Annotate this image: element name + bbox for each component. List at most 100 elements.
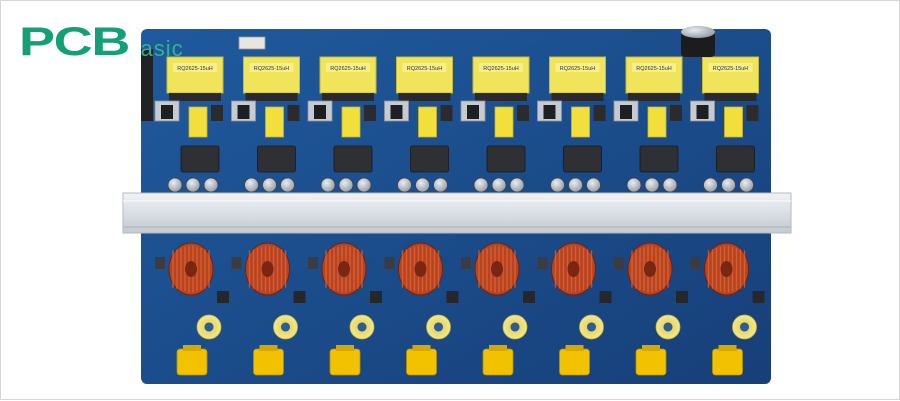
bulk-capacitor — [681, 26, 715, 57]
ic-chip — [231, 257, 242, 269]
output-connector — [253, 348, 284, 376]
ic-chip — [614, 257, 624, 269]
transformer-label-area — [708, 63, 753, 72]
film-capacitor — [265, 106, 284, 138]
terminal-cap — [568, 177, 583, 193]
yellow-toroid — [502, 314, 528, 340]
ic-chip — [523, 291, 535, 303]
film-capacitor — [418, 106, 437, 138]
ic-chip — [690, 257, 701, 269]
terminal-cap — [586, 177, 601, 193]
relay — [639, 145, 679, 173]
transformer — [472, 56, 530, 94]
mosfet — [237, 105, 250, 119]
mosfet — [696, 105, 709, 119]
terminal-cap — [338, 177, 354, 193]
transformer-label: RQ2625-15uH — [407, 66, 442, 72]
film-capacitor — [188, 106, 208, 138]
connector-tab — [336, 345, 354, 351]
connector-tab — [565, 345, 584, 351]
ic-chip — [384, 257, 395, 269]
connector-tab — [642, 345, 660, 351]
terminal-cap — [644, 177, 660, 193]
yellow-toroid — [196, 314, 222, 340]
transformer-label: RQ2625-15uH — [636, 66, 671, 72]
ic-chip — [537, 257, 548, 269]
logo-subtitle: asic — [140, 36, 184, 61]
ic-chip — [446, 291, 459, 303]
relay — [563, 145, 602, 173]
mosfet — [620, 105, 632, 119]
terminal-cap — [356, 177, 372, 193]
transformer-label: RQ2625-15uH — [330, 66, 365, 72]
terminal-cap — [703, 177, 718, 193]
yellow-toroid — [655, 314, 681, 340]
ic-chip — [599, 291, 612, 303]
toroid-core — [338, 261, 350, 277]
relay — [180, 145, 220, 173]
terminal-cap — [203, 177, 219, 193]
small-capacitor — [593, 105, 606, 121]
module-array: RQ2625-15uH RQ2625-15uH RQ2625-15uH RQ2625-… — [154, 56, 765, 376]
heatsink-bar — [122, 192, 792, 234]
terminal-cap — [721, 177, 736, 193]
yellow-toroid — [349, 314, 375, 340]
film-capacitor — [571, 106, 590, 138]
terminal-cap — [185, 177, 201, 193]
ic-chip — [155, 257, 165, 269]
transformer — [702, 56, 759, 94]
transformer-base — [398, 93, 451, 101]
yellow-toroid — [579, 314, 604, 340]
transformer-label-area — [326, 63, 370, 72]
output-connector — [482, 348, 514, 376]
output-connector — [406, 348, 437, 376]
yellow-toroid — [732, 314, 757, 340]
toroid-core — [185, 261, 197, 277]
transformer-label-area — [632, 63, 676, 72]
ic-chip — [461, 257, 471, 269]
terminal-cap — [662, 177, 678, 193]
ic-chip — [676, 291, 688, 303]
brand-logo: PCB asic — [19, 21, 184, 62]
transformer — [625, 56, 683, 94]
toroid-core — [720, 261, 733, 277]
terminal-cap — [550, 177, 565, 193]
transformer-label: RQ2625-15uH — [177, 66, 212, 72]
connector-tab — [183, 345, 201, 351]
transformer-label-area — [555, 63, 600, 72]
ic-chip — [370, 291, 382, 303]
transformer-base — [704, 93, 757, 101]
toroid-core — [644, 261, 656, 277]
yellow-toroid — [426, 314, 451, 340]
relay — [486, 145, 526, 173]
transformer-label-area — [479, 63, 523, 72]
terminal-cap — [433, 177, 448, 193]
yellow-toroid — [273, 314, 298, 340]
terminal-cap — [262, 177, 277, 193]
relay — [716, 145, 755, 173]
mosfet — [543, 105, 556, 119]
transformer-base — [628, 93, 680, 101]
terminal-cap — [167, 177, 183, 193]
output-connector — [559, 348, 590, 376]
transformer — [243, 56, 300, 94]
toroid-core — [491, 261, 503, 277]
output-connector — [176, 348, 208, 376]
ic-chip — [308, 257, 318, 269]
small-capacitor — [364, 105, 376, 121]
relay — [333, 145, 373, 173]
mosfet — [467, 105, 479, 119]
connector-tab — [412, 345, 431, 351]
film-capacitor — [724, 106, 743, 138]
film-capacitor — [647, 106, 667, 138]
toroid-core — [414, 261, 427, 277]
terminal-cap — [415, 177, 430, 193]
small-capacitor — [746, 105, 759, 121]
pin-header — [141, 49, 153, 121]
output-connector — [635, 348, 667, 376]
film-capacitor — [494, 106, 514, 138]
small-capacitor — [211, 105, 223, 121]
terminal-cap — [320, 177, 336, 193]
small-capacitor — [670, 105, 682, 121]
transformer-label-area — [249, 63, 294, 72]
